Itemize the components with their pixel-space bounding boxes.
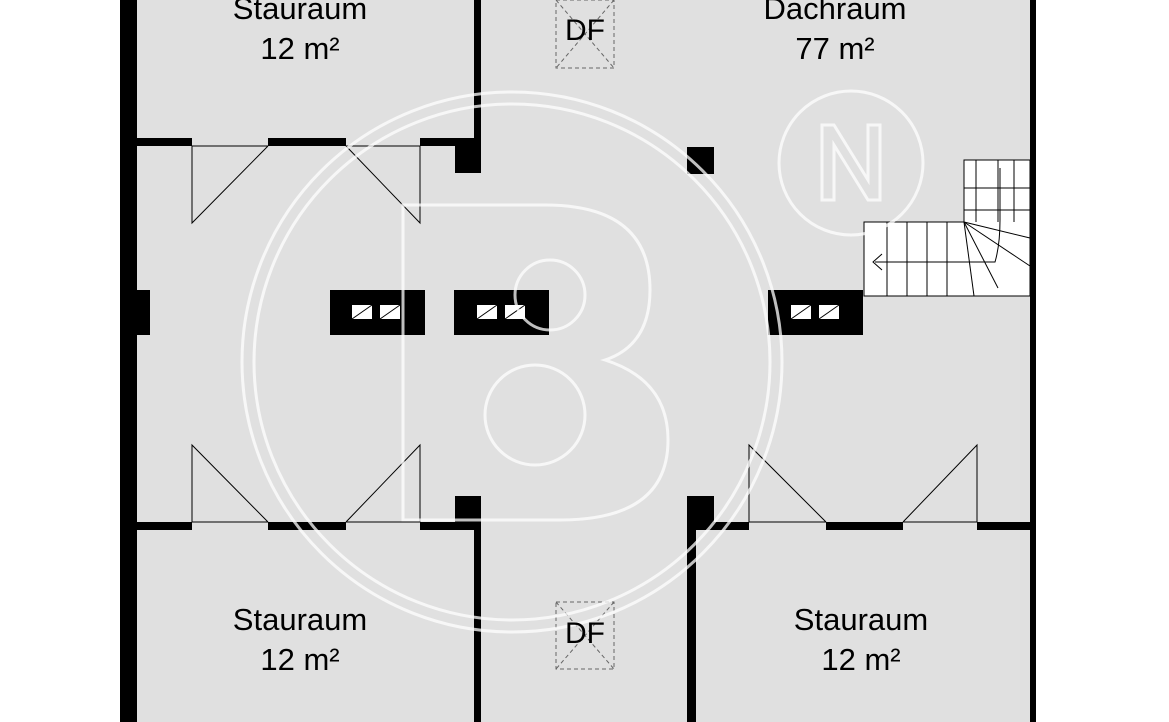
room-label-stauraum-bottom-right: Stauraum 12 m² (761, 600, 961, 680)
watermark-b-dot (513, 258, 587, 332)
wall-top-left-bottom-b (268, 138, 346, 146)
watermark-logo (240, 89, 925, 634)
room-name: Dachraum (763, 0, 907, 26)
watermark-ring-inner (252, 102, 772, 622)
chimneys (330, 290, 863, 335)
wall-bottom-right-top-c (977, 522, 1030, 530)
chimney-3 (768, 290, 863, 335)
wall-bottom-left-top-a (137, 522, 192, 530)
staircase-walk-line (875, 168, 1001, 263)
wall-top-left-right (474, 0, 481, 173)
chimney-2 (454, 290, 549, 335)
room-label-stauraum-top-left: Stauraum 12 m² (200, 0, 400, 69)
door-swing-tl-2 (345, 145, 421, 225)
door-swing-br-1 (748, 443, 827, 523)
room-name: Stauraum (232, 602, 368, 637)
outer-wall-right (1030, 0, 1036, 722)
staircase (863, 159, 1031, 297)
outer-wall-left (120, 0, 137, 722)
wall-bottom-right-top-a (696, 522, 749, 530)
room-label-dachraum: Dachraum 77 m² (735, 0, 935, 69)
wall-bottom-right-top-b (826, 522, 903, 530)
wall-bottom-left-top-b (268, 522, 346, 530)
skylight-label-bottom: DF (565, 617, 605, 650)
chimney-1 (330, 290, 425, 335)
staircase-arrow-icon (872, 253, 883, 271)
door-swing-bl-1 (191, 443, 269, 523)
door-swings (191, 145, 978, 523)
room-name: Stauraum (793, 602, 929, 637)
room-area: 77 m² (795, 31, 875, 66)
door-swing-br-2 (902, 443, 978, 523)
watermark-badge-n (820, 123, 882, 202)
skylight-label-top: DF (565, 14, 605, 47)
wall-top-left-bottom-c (420, 138, 475, 146)
wall-top-left-bottom-a (137, 138, 192, 146)
watermark-b-letter (401, 203, 670, 522)
room-area: 12 m² (260, 642, 340, 677)
room-area: 12 m² (821, 642, 901, 677)
room-name: Stauraum (232, 0, 368, 26)
room-label-stauraum-bottom-left: Stauraum 12 m² (200, 600, 400, 680)
watermark-badge-ring (777, 89, 925, 237)
room-area: 12 m² (260, 31, 340, 66)
wall-bottom-left-right (474, 496, 481, 722)
watermark-b-bowl (483, 363, 587, 467)
wall-left-bump (137, 290, 150, 335)
staircase-steps (886, 160, 1031, 297)
floor-areas (137, 0, 1030, 722)
floor-dachraum (137, 0, 1030, 722)
door-swing-bl-2 (345, 443, 421, 523)
wall-bottom-left-top-c (420, 522, 475, 530)
skylight-top (555, 0, 615, 69)
wall-bottom-right-left (687, 496, 696, 722)
watermark-ring-outer (240, 90, 784, 634)
walls (120, 0, 1036, 722)
door-swing-tl-1 (191, 145, 269, 225)
